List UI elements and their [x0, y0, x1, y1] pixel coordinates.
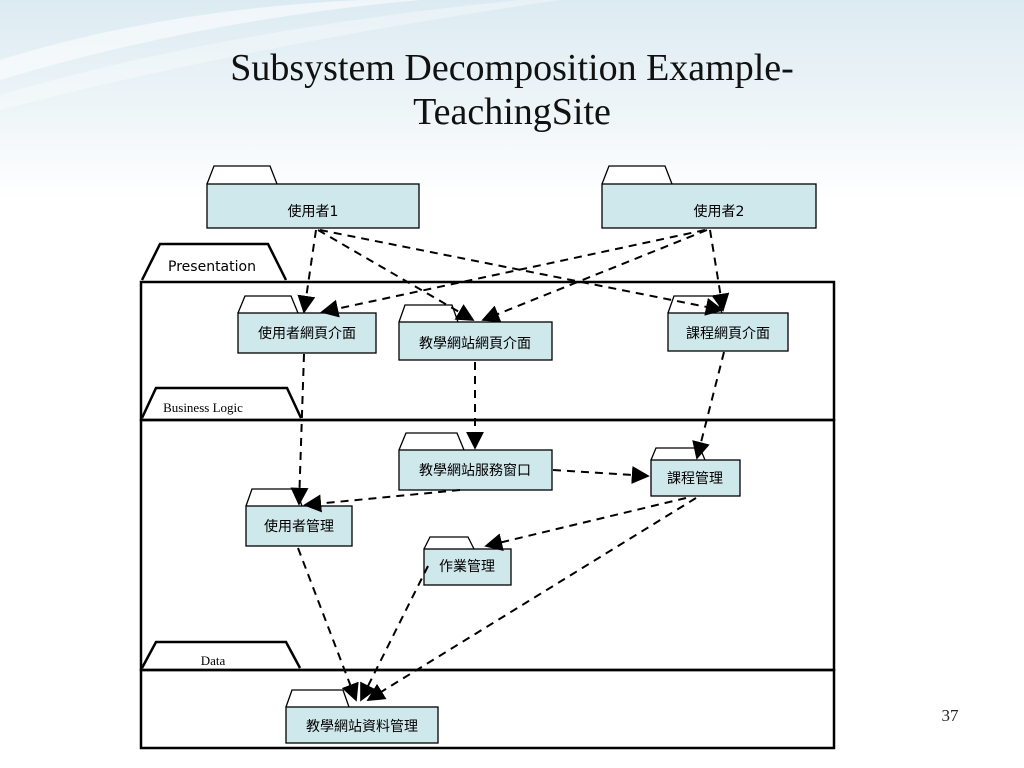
package-label-site-service: 教學網站服務窗口	[419, 462, 531, 479]
dependency-course-mgmt-to-assignment-mgmt	[484, 497, 687, 551]
dependency-user1-to-user-web-ui	[297, 229, 317, 314]
package-site-data-mgmt: 教學網站資料管理	[285, 689, 439, 744]
title-line-2: TeachingSite	[413, 91, 611, 133]
package-label-site-web-ui: 教學網站網頁介面	[419, 336, 531, 352]
package-assignment-mgmt: 作業管理	[423, 536, 512, 586]
dependency-user-web-ui-to-user-mgmt	[290, 353, 309, 506]
package-site-service: 教學網站服務窗口	[398, 432, 553, 491]
dependency-site-service-to-course-mgmt	[552, 465, 650, 484]
package-label-user1: 使用者1	[288, 203, 339, 220]
package-label-course-mgmt: 課程管理	[667, 471, 723, 487]
layer-business-logic: Business Logic	[139, 386, 836, 672]
dependency-user2-to-site-web-ui	[481, 229, 708, 323]
title-line-1: Subsystem Decomposition Example-	[230, 47, 794, 89]
package-label-assignment-mgmt: 作業管理	[439, 559, 495, 575]
package-site-web-ui: 教學網站網頁介面	[398, 304, 553, 361]
package-label-user2: 使用者2	[694, 203, 745, 220]
decorative-swoosh	[0, 0, 560, 110]
package-course-mgmt: 課程管理	[650, 447, 741, 497]
dependency-site-service-to-user-mgmt	[303, 489, 461, 513]
dependency-user2-to-user-web-ui	[320, 229, 706, 318]
package-course-web-ui: 課程網頁介面	[667, 295, 789, 352]
page-number: 37	[941, 706, 959, 725]
package-label-user-web-ui: 使用者網頁介面	[258, 325, 356, 342]
dependency-user1-to-site-web-ui	[317, 229, 475, 321]
layer-data: Data	[139, 640, 836, 750]
dependency-user1-to-course-web-ui	[319, 229, 724, 316]
layer-label-presentation: Presentation	[168, 259, 256, 275]
package-user2: 使用者2	[601, 165, 817, 229]
package-user-mgmt: 使用者管理	[245, 488, 353, 547]
dependency-assignment-mgmt-to-site-data-mgmt	[360, 565, 429, 702]
layer-label-data: Data	[201, 653, 226, 668]
package-user1: 使用者1	[206, 165, 420, 229]
layer-label-business-logic: Business Logic	[163, 400, 243, 415]
package-label-course-web-ui: 課程網頁介面	[686, 326, 770, 342]
package-label-site-data-mgmt: 教學網站資料管理	[306, 719, 418, 735]
package-label-user-mgmt: 使用者管理	[264, 518, 334, 535]
package-user-web-ui: 使用者網頁介面	[237, 295, 377, 354]
slide-title: Subsystem Decomposition Example- Teachin…	[0, 46, 1024, 134]
dependency-course-web-ui-to-course-mgmt	[692, 351, 725, 460]
dependency-user-mgmt-to-site-data-mgmt	[297, 547, 359, 702]
